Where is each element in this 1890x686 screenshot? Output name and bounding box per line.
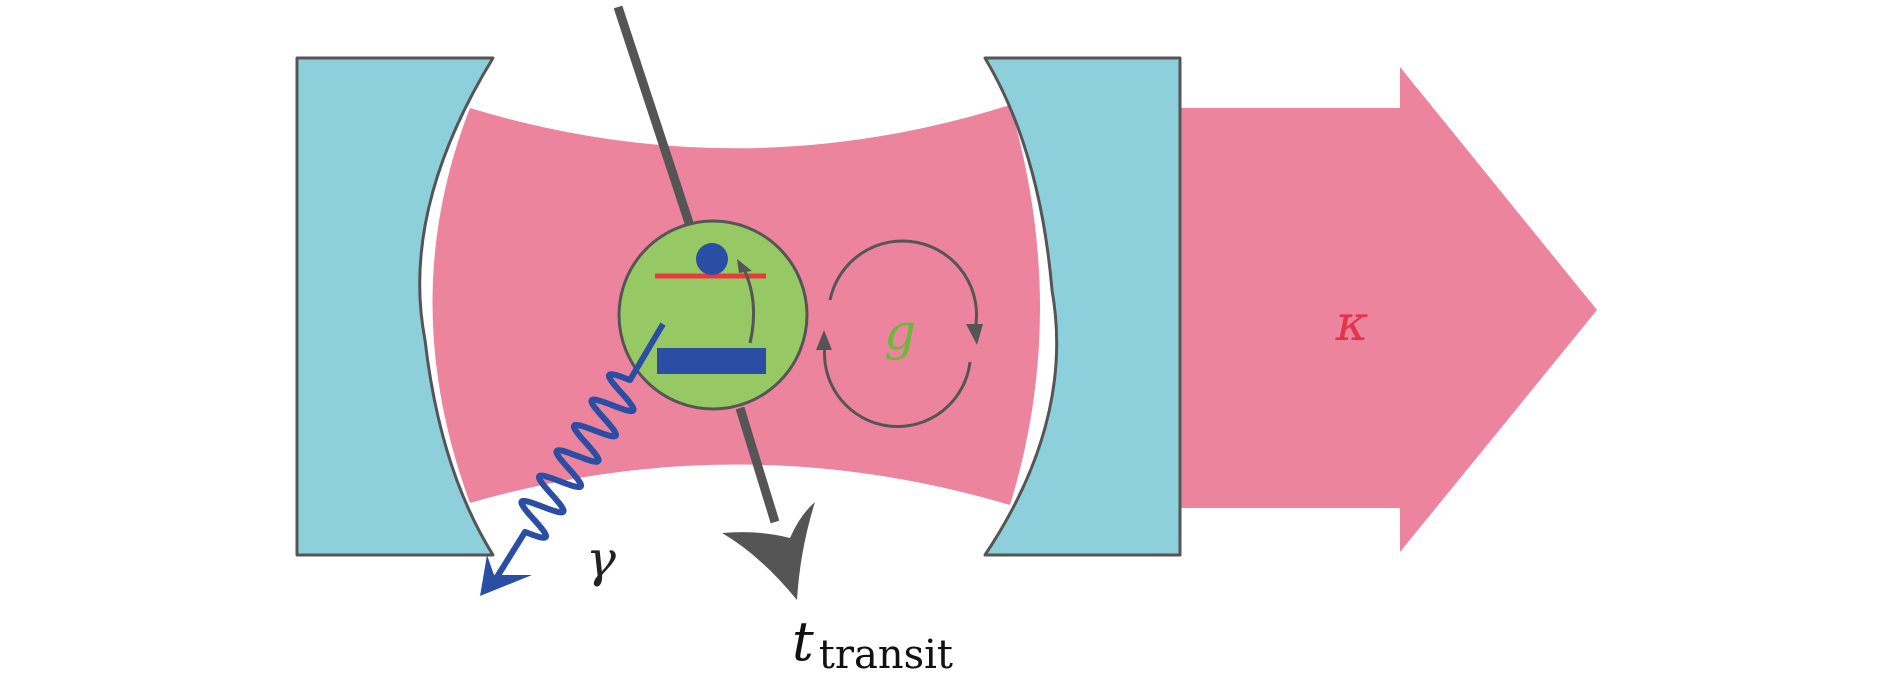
coupling-label: g <box>884 303 916 361</box>
coupling-cycle-arrowhead-right <box>966 324 983 345</box>
emission-wave <box>518 371 637 541</box>
spontaneous-emission-label: γ <box>586 530 616 588</box>
cavity-decay-label: κ <box>1335 294 1369 352</box>
excited-state-dot <box>696 243 728 275</box>
left-mirror <box>295 56 495 557</box>
atom-trajectory-line <box>613 5 695 228</box>
transit-time-label: t transit <box>792 610 953 678</box>
transition-arrow <box>740 264 756 344</box>
output-beam-arrow <box>1178 67 1597 552</box>
coupling-cycle-arrowhead-left <box>816 330 832 350</box>
emission-start-line <box>627 322 666 382</box>
atom-trajectory-line-lower <box>735 406 780 524</box>
transit-time-symbol: t <box>792 610 814 673</box>
coupling-cycle-arc-top <box>828 239 979 331</box>
ground-state-bar <box>657 348 766 374</box>
transition-arrowhead <box>737 259 752 273</box>
right-mirror <box>983 56 1182 557</box>
transit-time-subscript: transit <box>819 632 953 678</box>
coupling-cycle-arc-bottom <box>823 344 972 428</box>
transit-arrowhead <box>722 502 815 600</box>
emission-arrowhead <box>480 555 532 596</box>
